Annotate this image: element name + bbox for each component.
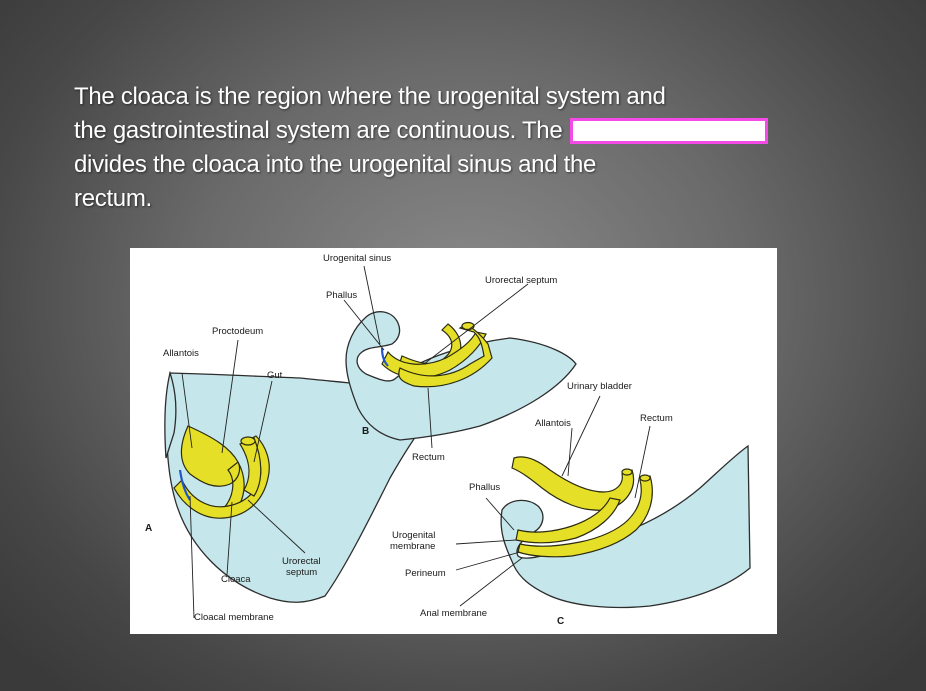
panel-b-gut-opening bbox=[461, 321, 475, 331]
label-cloaca: Cloaca bbox=[221, 574, 251, 585]
panel-letter-b: B bbox=[362, 426, 369, 437]
label-proctodeum: Proctodeum bbox=[212, 326, 263, 337]
text-line-4: rectum. bbox=[74, 185, 152, 212]
text-line-2: the gastrointestinal system are continuo… bbox=[74, 114, 864, 148]
label-allantois-a: Allantois bbox=[163, 348, 199, 359]
panel-c-urogenital bbox=[515, 497, 621, 544]
panel-a-gut-tube bbox=[239, 437, 262, 497]
label-rectum-c: Rectum bbox=[640, 413, 673, 424]
label-phallus-b: Phallus bbox=[326, 290, 357, 301]
label-urogenital-membrane-2: membrane bbox=[390, 541, 435, 552]
panel-c-rectum bbox=[517, 475, 653, 558]
panel-c-opening-a bbox=[621, 468, 633, 476]
label-gut: Gut bbox=[267, 370, 283, 381]
panel-a-allantois-stalk bbox=[164, 370, 177, 459]
label-allantois-c: Allantois bbox=[535, 418, 571, 429]
label-urinary-bladder: Urinary bladder bbox=[567, 381, 632, 392]
text-line-3: divides the cloaca into the urogenital s… bbox=[74, 151, 597, 178]
panel-a-gut-opening bbox=[240, 436, 256, 446]
embryology-figure: Allantois Proctodeum Gut Cloaca Urorecta… bbox=[130, 248, 777, 634]
label-anal-membrane: Anal membrane bbox=[420, 608, 487, 619]
panel-c-bladder-allantois bbox=[511, 456, 635, 511]
label-urogenital-membrane-1: Urogenital bbox=[392, 530, 435, 541]
panel-c-opening-b bbox=[639, 474, 651, 482]
panel-b: Urogenital sinus Phallus Urorectal septu… bbox=[323, 253, 577, 463]
panel-b-rectum bbox=[398, 323, 493, 388]
panel-a-cloacal-membrane-mark bbox=[178, 469, 191, 501]
panel-c-tissue bbox=[500, 444, 751, 609]
label-rectum-b: Rectum bbox=[412, 452, 445, 463]
text-line-1: The cloaca is the region where the uroge… bbox=[74, 83, 666, 110]
text-line-2-content: the gastrointestinal system are continuo… bbox=[74, 117, 563, 144]
label-urorectal-septum-a-1: Urorectal bbox=[282, 556, 321, 567]
label-cloacal-membrane: Cloacal membrane bbox=[194, 612, 274, 623]
label-urorectal-septum-a-2: septum bbox=[286, 567, 317, 578]
embryology-diagram: Allantois Proctodeum Gut Cloaca Urorecta… bbox=[145, 253, 751, 627]
label-phallus-c: Phallus bbox=[469, 482, 500, 493]
answer-blank-box[interactable] bbox=[570, 118, 769, 144]
panel-letter-a: A bbox=[145, 523, 152, 534]
label-urogenital-sinus: Urogenital sinus bbox=[323, 253, 391, 264]
panel-b-membrane-mark bbox=[380, 347, 389, 367]
label-perineum: Perineum bbox=[405, 568, 446, 579]
panel-letter-c: C bbox=[557, 616, 564, 627]
label-urorectal-septum-b: Urorectal septum bbox=[485, 275, 557, 286]
slide-text: The cloaca is the region where the uroge… bbox=[74, 80, 864, 216]
panel-a-gut-loop bbox=[173, 435, 270, 519]
panel-c: Urinary bladder Allantois Rectum Phallus… bbox=[390, 381, 751, 627]
